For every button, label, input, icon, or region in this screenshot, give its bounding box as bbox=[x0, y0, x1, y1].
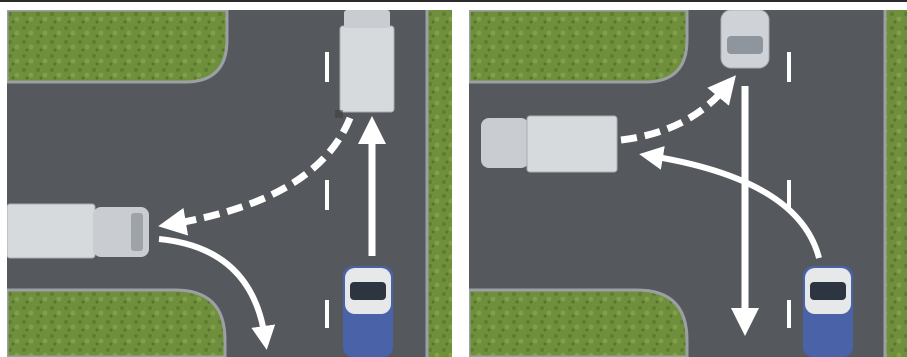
scene-right-panel bbox=[469, 10, 907, 357]
scene-left-illustration bbox=[7, 10, 452, 357]
oncoming-van bbox=[721, 10, 769, 68]
grass-top-left bbox=[469, 10, 687, 82]
grass-bottom-left bbox=[7, 290, 225, 357]
grass-bottom-left bbox=[469, 290, 687, 357]
side-road-box-truck bbox=[481, 116, 617, 172]
side-road-box-truck bbox=[7, 204, 149, 258]
own-pickup-truck bbox=[343, 266, 393, 357]
scene-left-panel bbox=[7, 10, 452, 357]
own-pickup-truck bbox=[803, 266, 853, 357]
top-rule bbox=[0, 0, 907, 2]
grass-right-strip bbox=[885, 10, 907, 357]
grass-right-strip bbox=[427, 10, 452, 357]
scene-right-illustration bbox=[469, 10, 907, 357]
oncoming-box-truck bbox=[335, 10, 394, 118]
grass-top-left bbox=[7, 10, 227, 82]
